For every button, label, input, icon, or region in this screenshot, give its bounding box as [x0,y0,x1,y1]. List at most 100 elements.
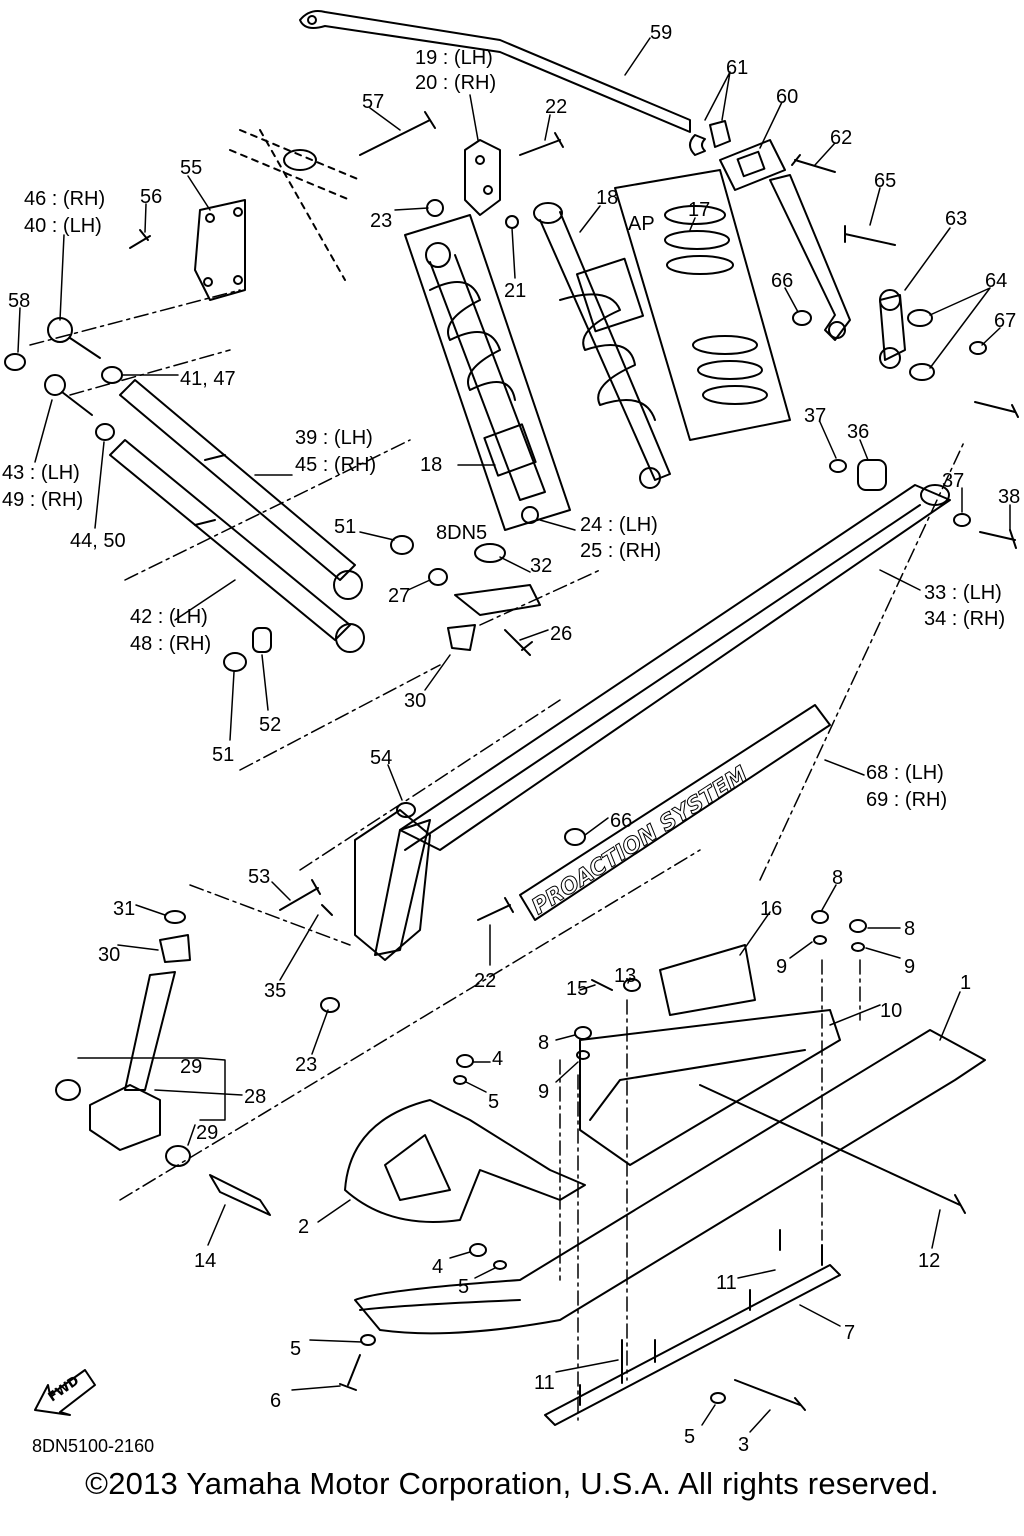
part-washer-5c [360,1334,376,1346]
callout-label: 9 [904,956,916,978]
part-bushing-upper [333,570,363,600]
callout-label: 10 [880,1000,903,1022]
part-bolt-3 [734,1379,806,1411]
callout-label: 64 [985,270,1008,292]
part-nut-27 [428,568,448,586]
decal-text: PROACTION SYSTEM [528,762,753,920]
callout-label: 58 [8,290,31,312]
callout-label: 11 [534,1372,555,1394]
callout-label: 1 [960,972,972,994]
part-washer-5d [710,1392,726,1404]
callout-label: 28 [244,1086,267,1108]
callout-label: 7 [844,1322,856,1344]
callout-label: 16 [760,898,783,920]
part-runner-7 [544,1229,841,1426]
part-washer-67 [969,341,987,355]
callout-label: 32 [530,555,553,577]
part-bolt-62 [791,154,836,173]
callout-label: 12 [918,1250,941,1272]
callout-label: 67 [994,310,1017,332]
callout-label: 31 [113,898,136,920]
part-bushing-lower [335,623,365,653]
callout-label: 52 [259,714,282,736]
callout-label: 5 [458,1276,470,1298]
callout-label: 23 [370,210,393,232]
callout-label: 25 : (RH) [580,540,662,562]
part-bolt-6 [339,1354,361,1391]
callout-label: 51 [212,744,235,766]
part-bolt-38 [979,529,1017,549]
callout-label: 66 [771,270,794,292]
callout-label: 35 [264,980,287,1002]
callout-label: 55 [180,157,203,179]
callout-label: 40 : (LH) [24,215,102,237]
callout-label: 8 [832,867,844,889]
part-bushing-36 [857,459,887,491]
part-nut-44-50 [95,423,115,441]
part-shock-ap [533,202,671,489]
part-bolt-22a [519,132,564,156]
part-decal-68-69 [519,704,831,921]
part-bracket-55 [194,149,317,301]
callout-label: 22 [545,96,568,118]
part-group-8dn5 [404,214,571,531]
part-rod-end-43-49 [44,374,93,416]
callout-label: 44, 50 [70,530,126,552]
callout-label: 17 [688,199,711,221]
part-bolt-26 [504,629,533,656]
part-stabilizer-bar [299,10,691,133]
part-bushing-30a [447,624,476,651]
callout-label: 66 [610,810,633,832]
part-nut-54 [396,802,416,818]
part-nut-4a [456,1054,474,1068]
part-nut-23a [426,199,444,217]
fwd-arrow-icon [34,1369,96,1416]
callout-label: 38 [998,486,1021,508]
callout-label: 30 [404,690,427,712]
callout-label: 13 [614,965,637,987]
callout-label: 54 [370,747,393,769]
part-spindle-28 [89,971,176,1151]
part-tie-rod-39-45 [119,379,356,581]
callout-label: 9 [776,956,788,978]
part-arm-24-25 [454,584,541,616]
leader-lines [17,37,1011,1433]
callout-label: 11 [716,1272,737,1294]
part-collar-52 [252,627,272,653]
part-bolt-53 [279,879,321,911]
callout-label: 43 : (LH) [2,462,80,484]
callout-label: 53 [248,866,271,888]
callout-label: 9 [538,1081,550,1103]
part-washer-37a [829,459,847,473]
callout-label: 24 : (LH) [580,514,658,536]
part-nut-41-47 [101,366,123,384]
callout-label: 5 [290,1338,302,1360]
callout-label: 2 [298,1216,310,1238]
callout-label: 8 [904,918,916,940]
callout-label: 46 : (RH) [24,188,106,210]
callout-label: 14 [194,1250,217,1272]
callout-label: 36 [847,421,870,443]
part-chassis-mount [229,129,361,281]
part-nut-58 [4,353,26,371]
part-bolt-57 [359,111,436,156]
callout-label: 62 [830,127,853,149]
alignment-lines [29,289,966,1421]
part-bushing-29b [165,1145,191,1167]
fwd-label: FWD [46,1373,83,1405]
callout-label: 56 [140,186,163,208]
callout-label: 5 [488,1091,500,1113]
callout-label: 27 [388,585,411,607]
part-pin-15 [591,979,613,991]
part-shock-bracket [464,139,501,216]
callout-label: 48 : (RH) [130,633,212,655]
part-nuts-8-9 [574,910,867,1060]
part-cap-32 [474,543,506,563]
part-nut-66a [792,310,812,326]
callout-label: 8 [538,1032,550,1054]
part-ski-1 [354,1029,986,1335]
callout-label: 42 : (LH) [130,606,208,628]
part-bolt-65a [844,225,896,246]
callout-label: 23 [295,1054,318,1076]
